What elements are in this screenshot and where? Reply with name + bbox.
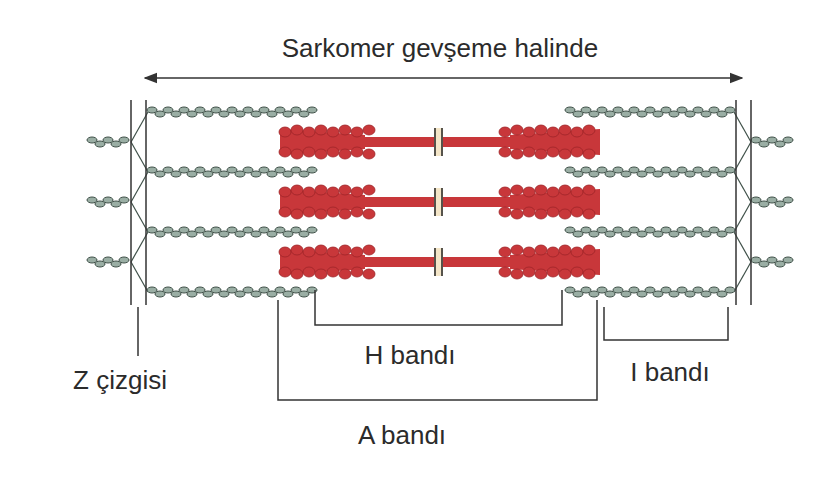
length-arrow — [145, 77, 742, 79]
actin-filament — [565, 107, 735, 117]
actin-filament — [87, 137, 129, 147]
actin-filament — [751, 197, 793, 207]
actin-filament — [147, 227, 317, 237]
actin-filament — [751, 137, 793, 147]
myosin-filament — [279, 245, 600, 279]
band-bracket — [315, 290, 562, 325]
band-label: Z çizgisi — [73, 366, 167, 395]
myosin-filament — [279, 125, 600, 159]
actin-filament — [87, 197, 129, 207]
z-connectors — [131, 112, 751, 292]
actin-filament — [87, 257, 129, 267]
band-label: A bandı — [358, 421, 446, 450]
myosin-filament — [279, 185, 600, 219]
actin-filament — [565, 167, 735, 177]
actin-filament — [147, 167, 317, 177]
actin-filament — [751, 257, 793, 267]
z-line — [735, 100, 737, 305]
z-line — [145, 100, 147, 305]
band-label: H bandı — [364, 341, 455, 370]
actin-filament — [147, 107, 317, 117]
band-label: I bandı — [630, 358, 710, 387]
actin-filament — [147, 287, 317, 297]
band-bracket — [604, 307, 728, 340]
actin-filament — [565, 287, 735, 297]
band-bracket — [278, 300, 597, 400]
z-line — [130, 100, 132, 305]
z-line — [750, 100, 752, 305]
actin-filament — [565, 227, 735, 237]
leader-line — [137, 307, 139, 356]
diagram-title: Sarkomer gevşeme halinde — [282, 34, 599, 63]
